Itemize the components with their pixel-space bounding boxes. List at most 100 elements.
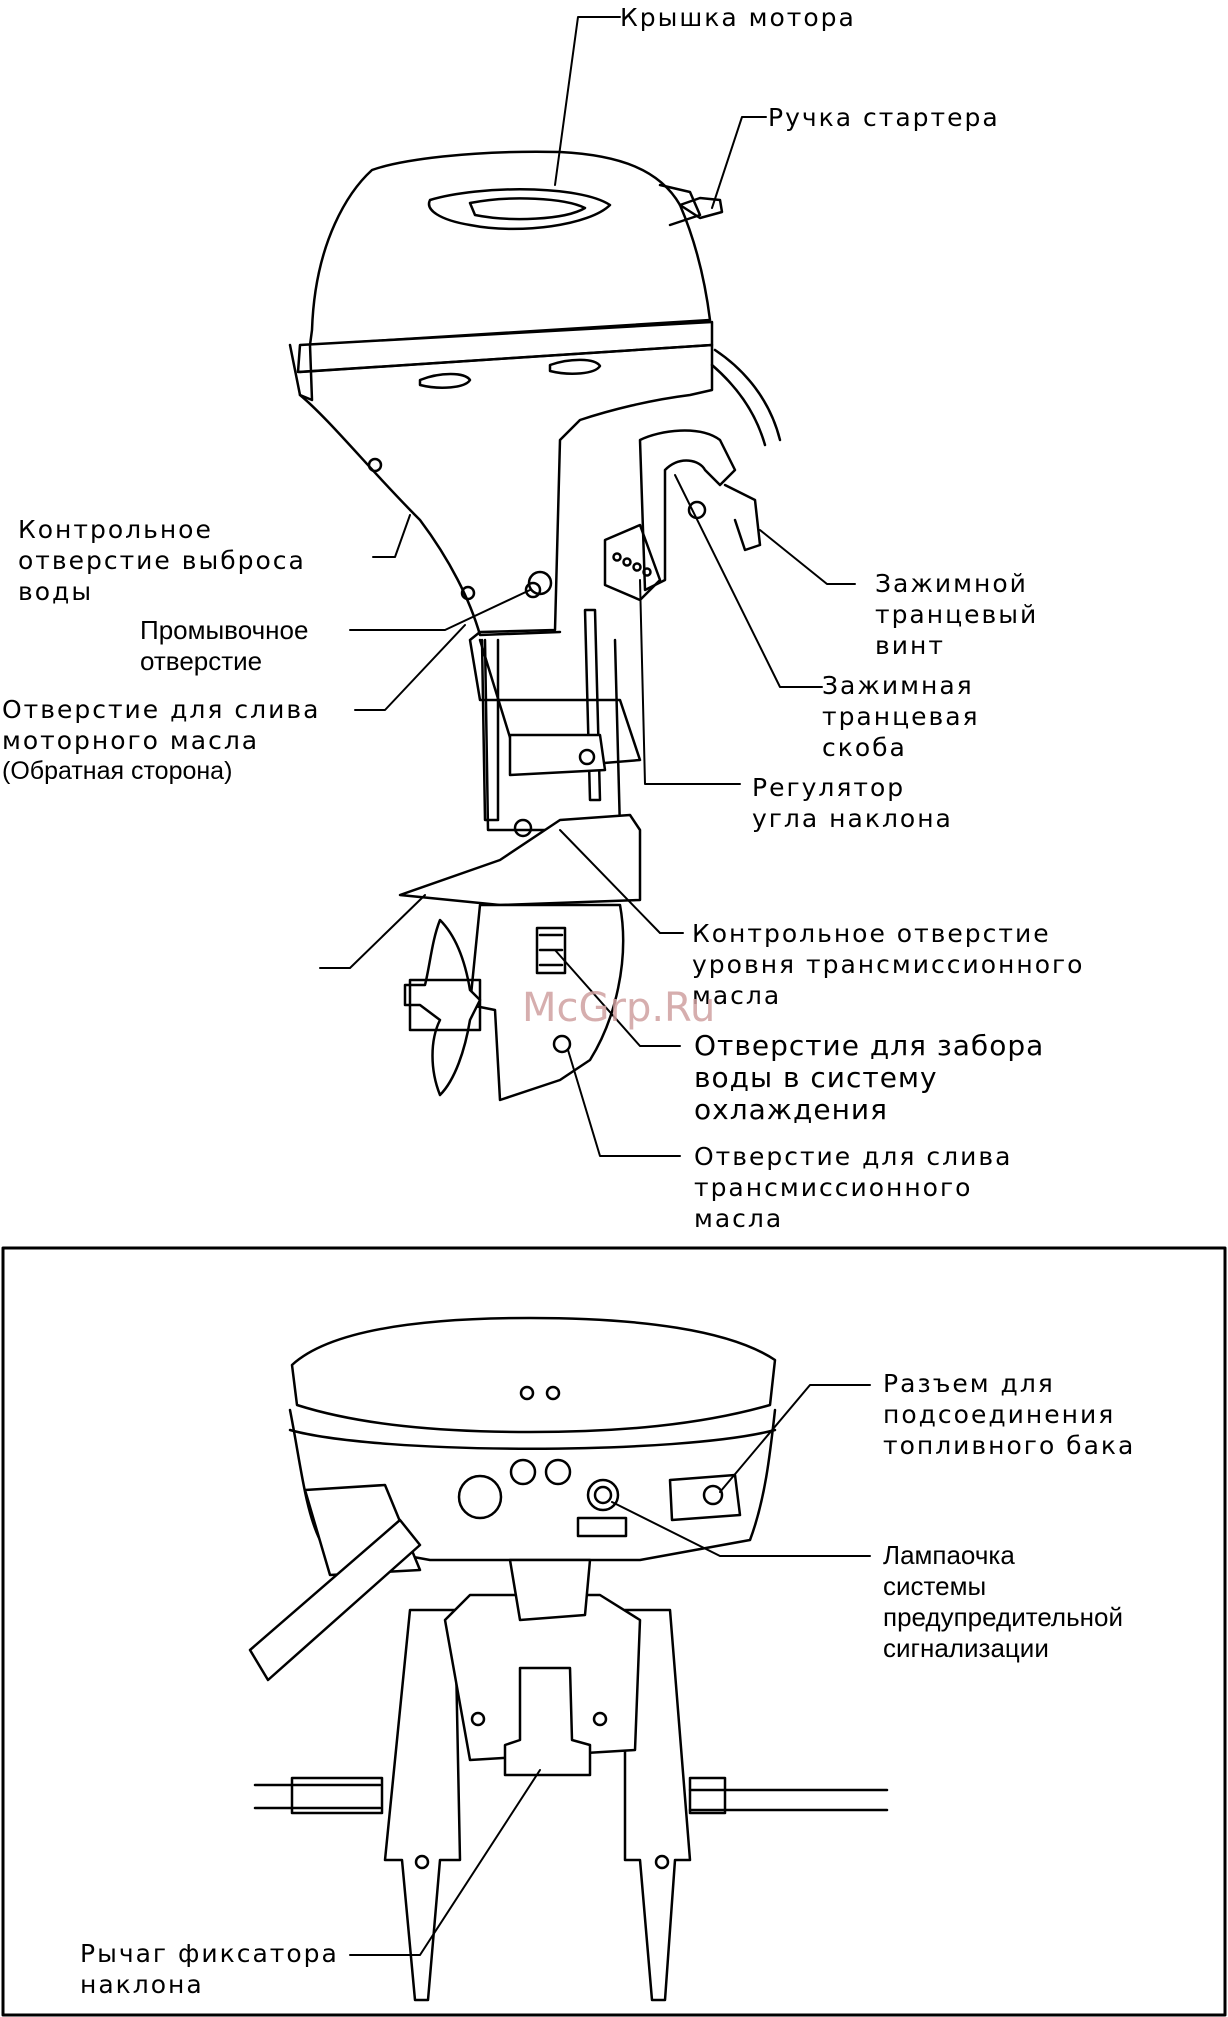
trim-hole-1 [612, 552, 622, 562]
rear-view-frame [1, 1246, 1227, 2017]
leader-trim [639, 579, 741, 785]
gear-oil-level-bolt [513, 818, 533, 838]
front-latch [288, 343, 314, 402]
label-line: Разъем для [883, 1369, 1055, 1398]
swivel-top [508, 1558, 592, 1622]
rear-bolt-a [509, 1458, 537, 1486]
leader-gear-oil-drain [567, 1049, 681, 1157]
leader-clamp-screw [759, 529, 856, 585]
fuel-connector-shape [702, 1484, 724, 1506]
label-line: подсоединения [883, 1400, 1116, 1429]
leader-oil-drain [354, 624, 466, 711]
label-line: угла наклона [752, 804, 953, 833]
rear-cover-top [290, 1316, 777, 1434]
cover-front-fin [658, 183, 702, 227]
label-gear-oil-level: Контрольное отверстие уровня трансмиссио… [692, 918, 1084, 1011]
cover-emblem-inner [468, 197, 587, 221]
prop-hub [408, 978, 482, 1032]
label-line: Рычаг фиксатора [80, 1939, 339, 1968]
label-line: винт [875, 631, 945, 660]
label-line: Лампаочка [883, 1540, 1015, 1570]
leader-water-intake [554, 949, 681, 1047]
label-line: воды в систему [694, 1061, 938, 1094]
exhaust-housing [480, 638, 500, 822]
starter-handle-shape [678, 196, 724, 220]
motor-side-view [288, 150, 782, 1102]
cover-emblem [427, 188, 612, 231]
transom-clamp-bracket [638, 429, 737, 592]
swivel-block [508, 733, 607, 777]
label-line: Зажимная [822, 671, 974, 700]
leader-lines-top [319, 16, 856, 1157]
flush-port-circle [527, 570, 553, 596]
bottom-cowl [298, 343, 714, 772]
water-intake-box [535, 926, 567, 975]
label-line: Отверстие для слива [694, 1142, 1013, 1171]
bracket-bolt-1 [470, 1711, 486, 1727]
cable-fitting-right [688, 1776, 727, 1815]
rear-bolt-b [544, 1458, 572, 1486]
tiller-grip [248, 1518, 422, 1682]
label-water-intake: Отверстие для забора воды в систему охла… [694, 1030, 1044, 1126]
clamp-bolt-left [414, 1854, 430, 1870]
label-line: отверстие выброса [18, 546, 306, 575]
propeller [403, 918, 482, 1097]
rear-cowl-band [288, 1428, 777, 1450]
leader-fuel-connector [719, 1384, 871, 1493]
top-bolt-1 [519, 1385, 535, 1401]
label-line: масла [694, 1204, 784, 1233]
label-line: (Обратная сторона) [2, 757, 233, 785]
leader-water-outlet [372, 514, 411, 558]
label-line: предупредительной [883, 1602, 1123, 1632]
label-water-outlet: Контрольное отверстие выброса воды [18, 514, 306, 607]
anti-ventilation-plate [398, 813, 642, 907]
label-line: Зажимной [875, 569, 1028, 598]
label-line: системы [883, 1571, 987, 1601]
cowl-bolt-1 [367, 457, 383, 473]
cable-rear [713, 348, 782, 442]
leader-warning-lamp [611, 1501, 871, 1557]
fuel-connector-housing [668, 1473, 742, 1522]
water-intake-slots [538, 933, 564, 967]
gear-case [468, 903, 625, 1102]
label-line: воды [18, 577, 94, 606]
label-clamp-screw: Зажимной транцевый винт [875, 568, 1038, 661]
cable-rear-2 [710, 363, 767, 447]
label-line: трансмиссионного [694, 1173, 973, 1202]
cowl-bolt-2 [460, 585, 476, 601]
leader-motor-cover [554, 16, 621, 186]
gear-oil-drain-bolt [552, 1034, 572, 1054]
rear-knob-left [457, 1474, 503, 1520]
label-line: масла [692, 981, 782, 1010]
label-clamp-bracket: Зажимная транцевая скоба [822, 670, 980, 763]
top-bolt-2 [545, 1385, 561, 1401]
oil-drain-bolt [524, 581, 542, 599]
label-line: топливного бака [883, 1431, 1136, 1460]
cable-fitting-left [290, 1776, 384, 1815]
label-oil-drain: Отверстие для слива моторного масла (Обр… [2, 694, 320, 787]
label-line: охлаждения [694, 1093, 888, 1126]
label-line: моторного масла [2, 726, 260, 755]
label-line: Контрольное [18, 515, 213, 544]
trim-hole-2 [622, 557, 632, 567]
bracket-bolt-2 [592, 1711, 608, 1727]
label-fuel-connector: Разъем для подсоединения топливного бака [883, 1368, 1135, 1461]
label-line: сигнализации [883, 1633, 1049, 1663]
label-tilt-lock-lever: Рычаг фиксатора наклона [80, 1938, 339, 2000]
leader-flush [349, 589, 531, 631]
label-gear-oil-drain: Отверстие для слива трансмиссионного мас… [694, 1141, 1012, 1234]
label-line: наклона [80, 1970, 204, 1999]
clamp-bolt-right [654, 1854, 670, 1870]
leader-prop-side [319, 894, 426, 969]
motor-cover-shape [308, 150, 712, 347]
label-flush-port: Промывочное отверстие [140, 615, 308, 677]
clamp-screw-shape [723, 483, 762, 552]
trim-hole-3 [632, 562, 642, 572]
label-line: транцевая [822, 702, 980, 731]
swivel-bolt [578, 748, 596, 766]
tilt-lock-lever-shape [503, 1666, 592, 1777]
label-line: Промывочное [140, 615, 309, 645]
label-trim-adjuster: Регулятор угла наклона [752, 772, 953, 834]
label-line: скоба [822, 733, 907, 762]
